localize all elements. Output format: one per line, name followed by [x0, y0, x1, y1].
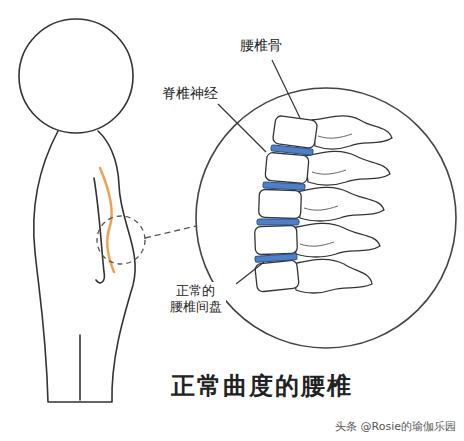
- zoom-line: [145, 226, 196, 238]
- diagram-title: 正常曲度的腰椎: [171, 372, 353, 401]
- magnified-circle: [196, 88, 456, 348]
- part-label: 正常的 腰椎间盘: [166, 282, 226, 315]
- human-figure: [19, 19, 135, 402]
- part-label: 腰椎骨: [238, 36, 284, 55]
- zoom-circle: [97, 216, 145, 264]
- leader-lines: [218, 60, 300, 284]
- watermark: 头条 @Rosie的瑜伽乐园: [333, 419, 458, 434]
- part-label: 脊椎神经: [160, 84, 220, 103]
- spine-curve: [100, 168, 114, 272]
- lumbar-vertebrae: [255, 115, 392, 293]
